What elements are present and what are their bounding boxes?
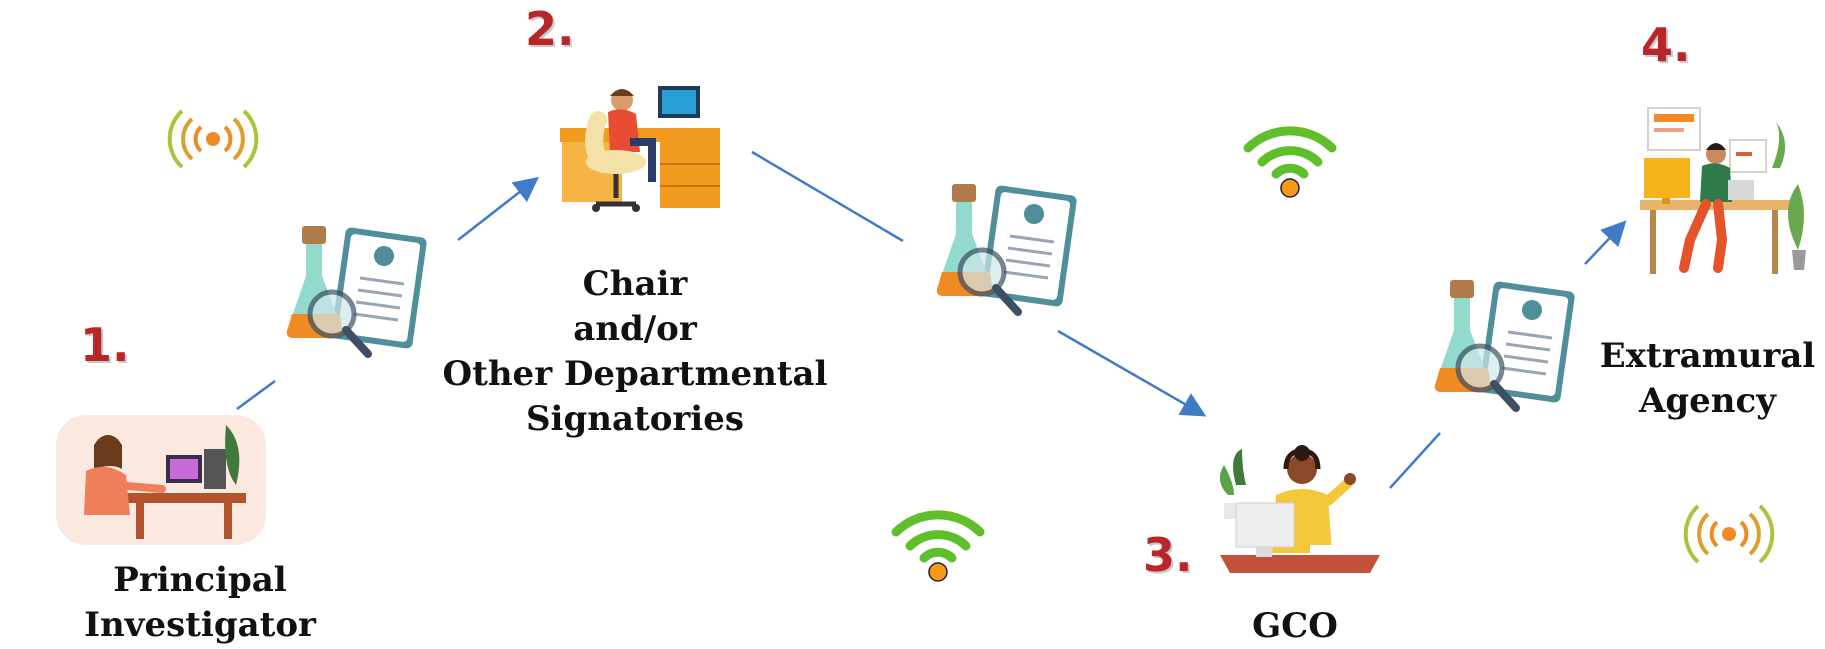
step-2-label-line-4: Signatories xyxy=(526,399,744,439)
person-desk-icon xyxy=(56,415,266,545)
step-2-number: 2. xyxy=(525,2,575,56)
step-3-label: GCO xyxy=(1220,604,1370,649)
step-2-label-line-3: Other Departmental xyxy=(442,354,828,394)
step-2-label: Chair and/or Other Departmental Signator… xyxy=(430,262,840,442)
arrow-doc-chair xyxy=(457,176,539,241)
step-3-label-line: GCO xyxy=(1252,606,1338,646)
step-1-label: Principal Investigator xyxy=(0,558,400,648)
arrow-gco-doc xyxy=(1389,432,1441,489)
document-flask-icon xyxy=(936,184,1077,316)
arrow-doc-agency xyxy=(1584,220,1627,265)
step-2-label-line-2: and/or xyxy=(573,309,697,349)
antenna-icon xyxy=(167,109,259,211)
document-flask-icon xyxy=(286,226,427,358)
step-4-label: Extramural Agency xyxy=(1590,334,1825,424)
arrow-chair-doc xyxy=(751,150,904,243)
step-1-number: 1. xyxy=(80,318,130,372)
document-flask-icon xyxy=(1434,280,1575,412)
wifi-icon xyxy=(1243,126,1337,198)
person-desk-icon xyxy=(1640,107,1806,274)
arrow-pi-doc xyxy=(236,379,276,411)
wifi-icon xyxy=(891,510,985,582)
step-4-number: 4. xyxy=(1641,18,1691,72)
step-4-label-line-1: Extramural xyxy=(1599,336,1816,376)
person-desk-icon xyxy=(1219,445,1380,573)
step-3-number: 3. xyxy=(1143,528,1193,582)
step-4-label-line-2: Agency xyxy=(1639,381,1776,421)
step-1-label-line: Principal Investigator xyxy=(84,560,316,645)
person-desk-icon xyxy=(560,86,720,212)
arrow-doc-gco xyxy=(1057,329,1207,417)
step-2-label-line-1: Chair xyxy=(582,264,688,304)
antenna-icon xyxy=(1683,504,1775,606)
